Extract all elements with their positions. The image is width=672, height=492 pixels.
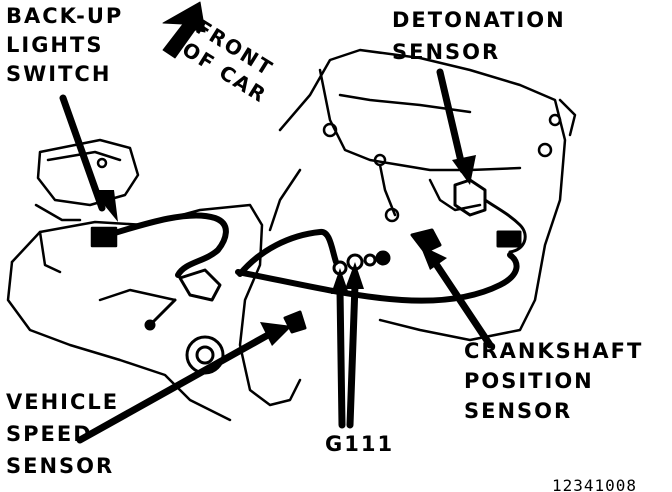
g111-ground-body	[332, 250, 391, 276]
engine-block	[268, 48, 577, 342]
label-line: SENSOR	[464, 399, 573, 423]
label-line: SPEED	[6, 422, 93, 446]
backup-switch-body	[34, 138, 140, 248]
front-of-car-arrow	[162, 1, 206, 59]
label-line: DETONATION	[392, 8, 566, 32]
label-line: SWITCH	[6, 62, 112, 86]
part-number: 12341008	[552, 476, 638, 492]
label-line: G111	[325, 432, 395, 456]
detonation-sensor-body	[453, 178, 527, 254]
pointer-arrows	[59, 68, 494, 444]
label-line: POSITION	[464, 369, 594, 393]
label-line: SENSOR	[392, 40, 501, 64]
arrow-heads	[92, 155, 476, 346]
g111-label: G111	[325, 430, 394, 459]
label-line: CRANKSHAFT	[464, 339, 644, 363]
label-line: BACK-UP	[6, 4, 124, 28]
crankshaft-position-sensor-label: CRANKSHAFT POSITION SENSOR	[464, 336, 643, 426]
main-harness	[235, 229, 520, 304]
transmission-housing	[6, 203, 302, 422]
vss-body	[185, 310, 307, 375]
vehicle-speed-sensor-label: VEHICLE SPEED SENSOR	[6, 386, 119, 482]
label-line: LIGHTS	[6, 33, 104, 57]
backup-harness	[105, 212, 229, 278]
detonation-sensor-label: DETONATION SENSOR	[392, 4, 566, 68]
backup-lights-switch-label: BACK-UP LIGHTS SWITCH	[6, 2, 123, 89]
label-line: VEHICLE	[6, 390, 120, 414]
label-line: SENSOR	[6, 454, 115, 478]
